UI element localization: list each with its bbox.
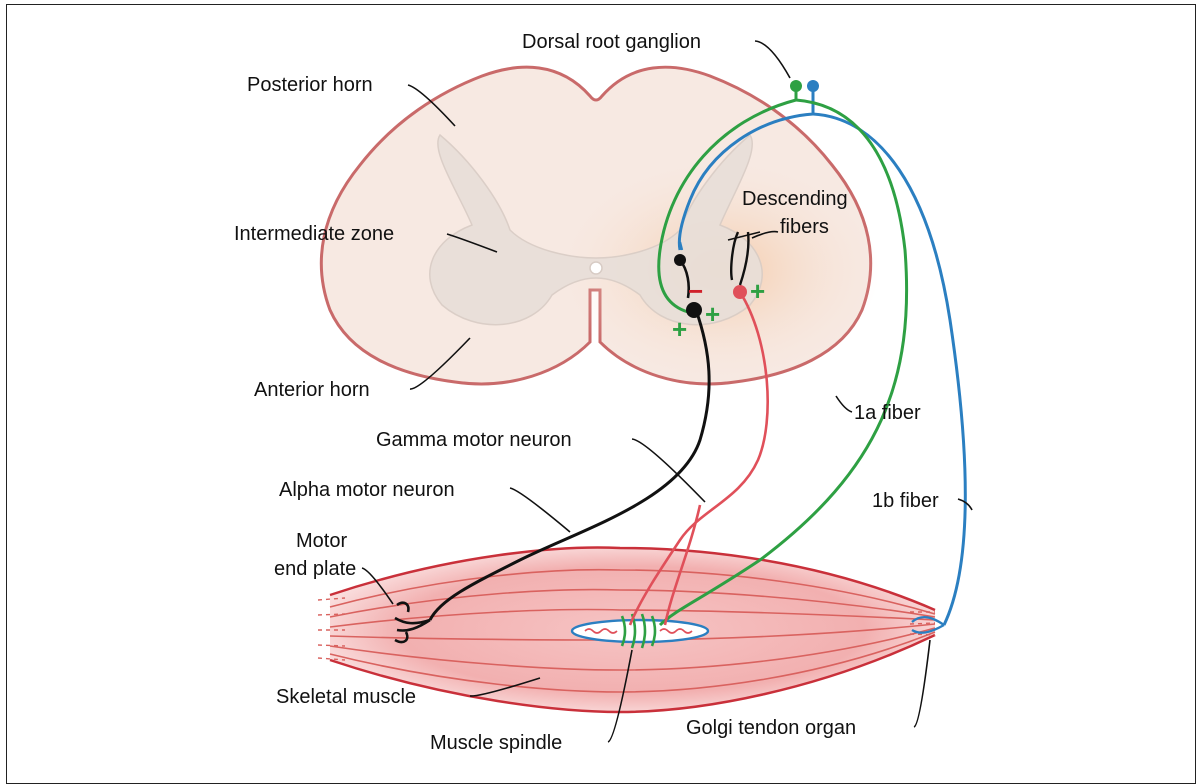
leader-dorsal-root-ganglion <box>755 41 790 78</box>
label-descending-fibers-1: Descending <box>742 188 848 210</box>
excitatory-sign-2: + <box>705 299 720 329</box>
label-anterior-horn: Anterior horn <box>254 379 370 401</box>
label-skeletal-muscle: Skeletal muscle <box>276 686 416 708</box>
spinal-reflex-diagram: − + + + Dorsal root ganglion Posterior h… <box>0 0 1204 765</box>
label-golgi-tendon-organ: Golgi tendon organ <box>686 717 856 739</box>
label-muscle-spindle: Muscle spindle <box>430 732 562 754</box>
leader-gamma-motor-neuron <box>632 439 705 502</box>
label-motor-end-plate-1: Motor <box>296 530 347 552</box>
label-1a-fiber: 1a fiber <box>854 402 921 424</box>
excitatory-sign-3: + <box>750 276 765 306</box>
central-canal <box>590 262 602 274</box>
leader-golgi-tendon-organ <box>914 640 930 727</box>
label-1b-fiber: 1b fiber <box>872 490 939 512</box>
gamma-neuron-body <box>733 285 747 299</box>
label-dorsal-root-ganglion: Dorsal root ganglion <box>522 31 701 53</box>
label-intermediate-zone: Intermediate zone <box>234 223 394 245</box>
label-descending-fibers-2: fibers <box>780 216 829 238</box>
label-alpha-motor-neuron: Alpha motor neuron <box>279 479 455 501</box>
leader-alpha-motor-neuron <box>510 488 570 532</box>
leader-1a-fiber <box>836 396 852 412</box>
label-posterior-horn: Posterior horn <box>247 74 373 96</box>
dorsal-root-ganglion-1a <box>790 80 802 92</box>
inhibitory-sign: − <box>688 276 703 306</box>
excitatory-sign-1: + <box>672 314 687 344</box>
dorsal-root-ganglion-1b <box>807 80 819 92</box>
label-gamma-motor-neuron: Gamma motor neuron <box>376 429 572 451</box>
label-motor-end-plate-2: end plate <box>274 558 356 580</box>
